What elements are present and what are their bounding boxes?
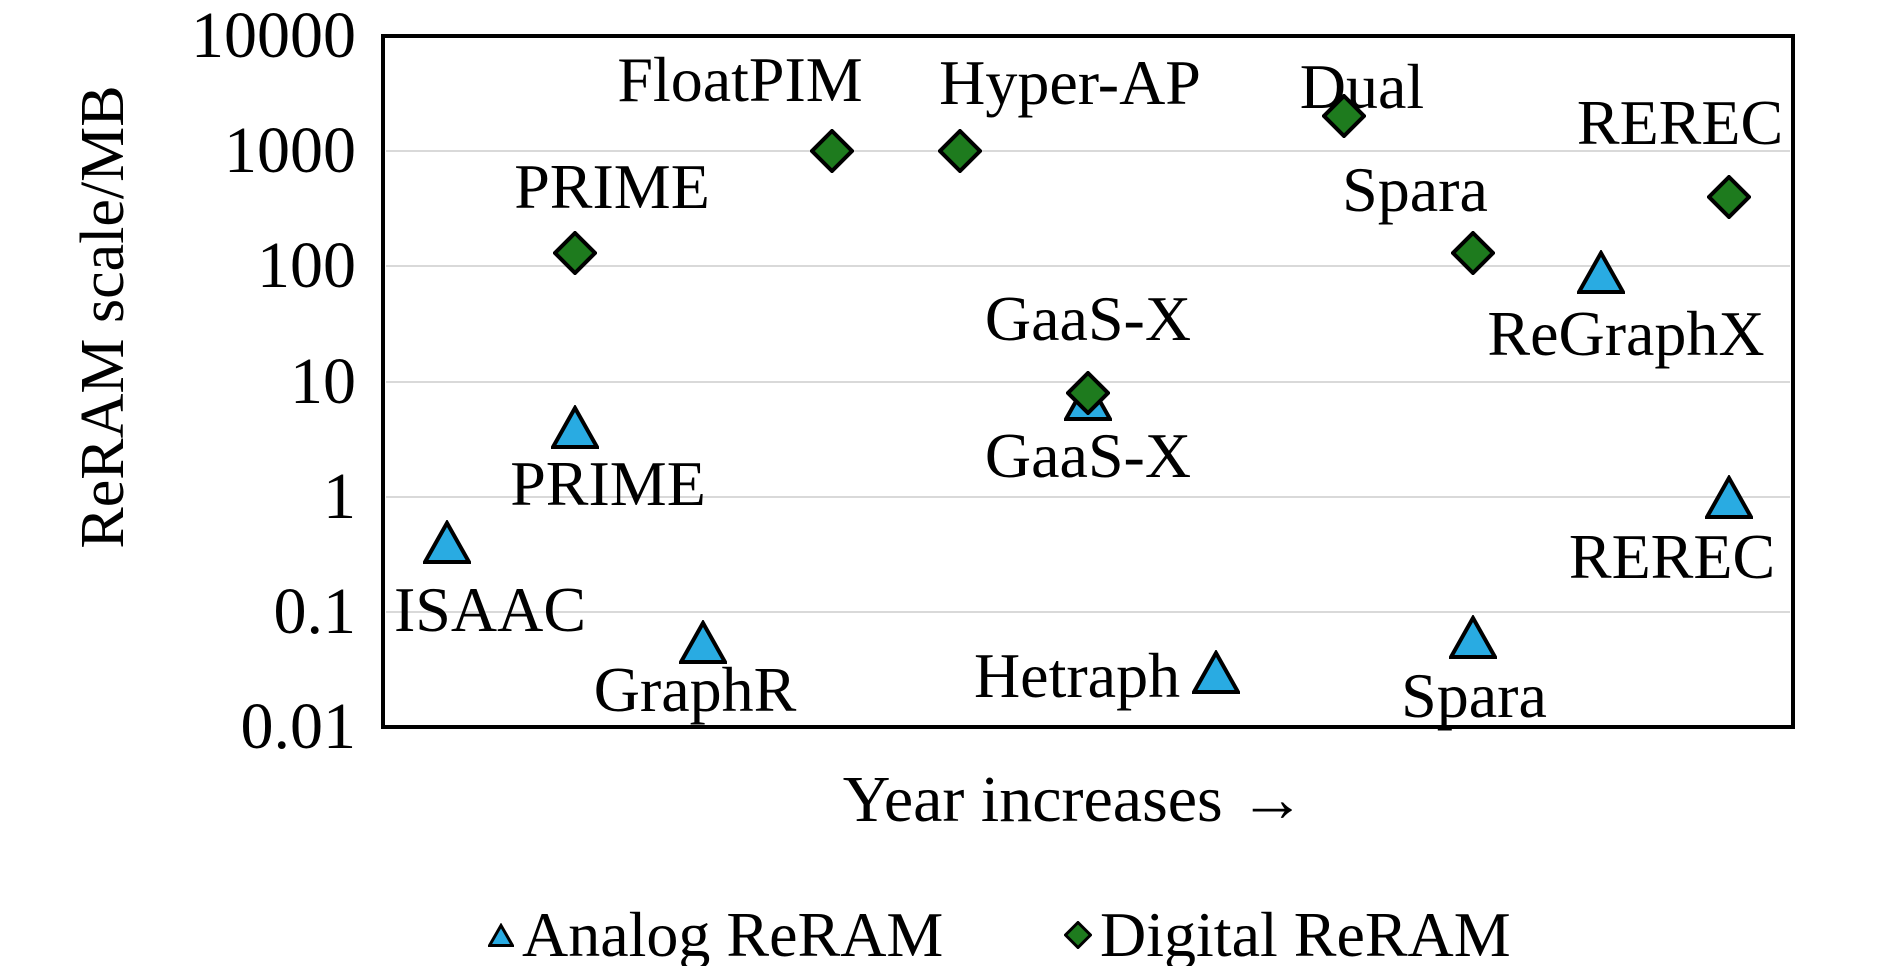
analog-reram-marker-spara: [1447, 614, 1498, 660]
y-tick-1: 1: [323, 459, 356, 533]
digital-reram-marker-rerec: [1706, 174, 1752, 220]
analog-reram-marker-regraphx: [1575, 248, 1627, 294]
point-label-hetraph: Hetraph: [973, 640, 1181, 711]
diamond-icon: [808, 128, 855, 174]
y-tick-0.01: 0.01: [240, 690, 357, 763]
analog-reram-marker-prime: [549, 404, 601, 450]
digital-reram-marker-dual: [1321, 93, 1368, 140]
legend-item-digital-reram: Digital ReRAM: [1064, 895, 1511, 966]
point-label-floatpim: FloatPIM: [617, 44, 863, 115]
point-label-graphr: GraphR: [593, 654, 797, 725]
point-label-gaas-x: GaaS-X: [984, 420, 1192, 491]
diamond-icon: [552, 230, 599, 277]
y-tick-0.1: 0.1: [273, 574, 357, 648]
triangle-icon: [678, 618, 729, 664]
triangle-icon: [488, 923, 514, 947]
point-label-prime: PRIME: [510, 448, 706, 519]
diamond-icon: [1321, 93, 1368, 140]
diamond-icon: [936, 128, 983, 174]
y-tick-10: 10: [290, 344, 356, 418]
triangle-icon: [1703, 473, 1755, 519]
point-label-rerec: REREC: [1568, 521, 1776, 592]
triangle-icon: [549, 404, 601, 450]
gridline-1000: [386, 150, 1790, 153]
analog-reram-marker-rerec: [1703, 473, 1755, 519]
triangle-icon: [1447, 614, 1498, 660]
point-label-regraphx: ReGraphX: [1487, 298, 1765, 369]
y-tick-100: 100: [257, 229, 356, 303]
analog-reram-marker-isaac: [421, 519, 473, 565]
legend-label: Analog ReRAM: [522, 899, 944, 966]
triangle-icon: [421, 519, 473, 565]
digital-reram-marker-spara: [1449, 230, 1496, 277]
digital-reram-marker-prime: [552, 230, 599, 277]
plot-area-border: [381, 34, 1795, 729]
gridline-0.1: [386, 610, 1790, 613]
digital-reram-marker-hyper-ap: [936, 128, 983, 174]
point-label-spara: Spara: [1342, 154, 1488, 225]
gridline-100: [386, 265, 1790, 268]
triangle-icon: [1190, 648, 1242, 695]
digital-reram-marker-gaas-x: [1065, 369, 1111, 416]
diamond-icon: [1064, 921, 1092, 949]
point-label-spara: Spara: [1401, 660, 1547, 731]
x-axis-title: Year increases →: [842, 763, 1306, 836]
point-label-gaas-x: GaaS-X: [984, 283, 1192, 354]
analog-reram-marker-hetraph: [1190, 648, 1242, 695]
point-label-rerec: REREC: [1576, 87, 1784, 158]
y-tick-1000: 1000: [224, 114, 356, 188]
diamond-icon: [1449, 230, 1496, 277]
gridline-1: [386, 495, 1790, 498]
diamond-icon: [1065, 369, 1111, 416]
point-label-dual: Dual: [1299, 51, 1425, 122]
legend-item-analog-reram: Analog ReRAM: [488, 895, 943, 966]
digital-reram-marker-floatpim: [808, 128, 855, 174]
triangle-icon: [1575, 248, 1627, 294]
point-label-isaac: ISAAC: [393, 574, 587, 645]
diamond-icon: [1706, 174, 1752, 220]
y-tick-10000: 10000: [191, 0, 356, 72]
analog-reram-marker-graphr: [678, 618, 729, 664]
point-label-prime: PRIME: [514, 151, 710, 222]
legend-label: Digital ReRAM: [1100, 899, 1511, 966]
point-label-hyper-ap: Hyper-AP: [939, 47, 1201, 118]
